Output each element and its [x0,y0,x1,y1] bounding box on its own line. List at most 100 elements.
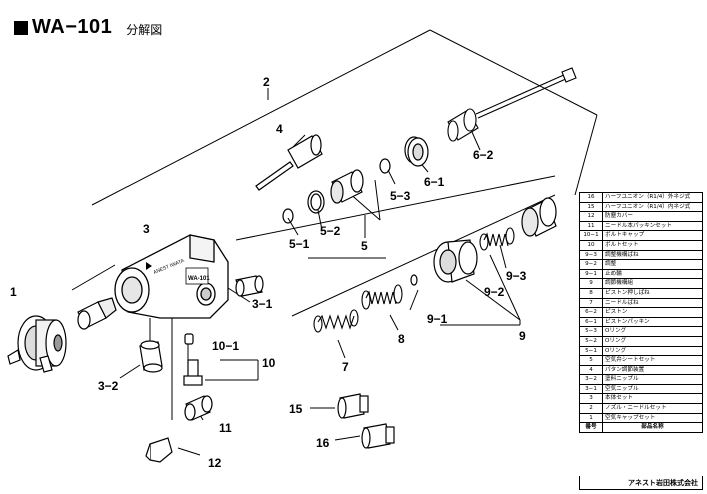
callout-10-1: 10−1 [212,339,239,353]
callout-4: 4 [276,122,283,136]
adjuster-knob-part [521,197,557,237]
part-number: 5−1 [579,345,603,357]
part-number: 9−3 [579,249,603,261]
part-name: 空気弁シートセット [602,355,703,366]
part-name: 調整 [602,259,703,270]
callout-6-1: 6−1 [424,175,445,189]
callout-7: 7 [342,360,349,374]
piston-spring-part [361,284,403,310]
part-number: 3 [579,393,603,405]
callout-5-1: 5−1 [289,237,310,251]
air-valve-seat-part [330,169,364,204]
callout-9-2: 9−2 [484,285,505,299]
part-name: ピストンパッキン [602,316,703,328]
bolt-part [183,359,203,386]
needle-spring-part [313,309,359,333]
nozzle-part [77,297,117,330]
part-number: 3−2 [579,374,603,385]
callout-3: 3 [143,222,150,236]
diagram-subtitle: 分解図 [126,22,163,37]
part-name: 調整機構ばね [602,249,703,261]
part-number: 9 [579,278,603,289]
part-number: 2 [579,403,603,414]
model-name: WA−101 [32,16,113,38]
part-number: 6−1 [579,316,603,328]
air-cap-part [7,315,67,373]
part-name: Oリング [602,326,703,337]
part-name: 本体セット [602,393,703,405]
part-name: ピストン [602,307,703,318]
part-name: Oリング [602,335,703,347]
adjuster-part [433,239,478,283]
part-name: ニードル本パッキンセット [602,220,703,232]
header-number: 番号 [579,422,603,433]
manufacturer-name: アネスト岩田株式会社 [579,476,703,490]
part-number: 7 [579,297,603,309]
o-ring-5-2 [307,190,325,214]
needle-packing-part [184,395,213,421]
callout-9-1: 9−1 [427,312,448,326]
fluid-nipple-part [139,340,163,373]
part-name: パタン調節装置 [602,364,703,376]
air-nipple-part [235,275,264,297]
header-name: 部品名称 [602,422,703,433]
part-number: 9−2 [579,259,603,270]
part-name: ハーフユニオン（R1/4）外ネジ式 [602,192,703,203]
diagram-title: WA−101 分解図 [14,16,162,39]
gun-body-part [114,234,229,319]
callout-1: 1 [10,285,17,299]
part-number: 5−3 [579,326,603,337]
callout-6-2: 6−2 [473,148,494,162]
part-number: 9−1 [579,268,603,280]
bolt-cap-part [184,333,194,345]
part-name: 止め輪 [602,268,703,280]
callout-3-1: 3−1 [252,297,273,311]
part-number: 10 [579,239,603,251]
callout-15: 15 [289,402,303,416]
o-ring-5-3 [379,158,391,174]
snap-ring-part [410,274,418,286]
part-name: Oリング [602,345,703,357]
part-number: 1 [579,412,603,424]
part-number: 5−2 [579,335,603,347]
callout-8: 8 [398,332,405,346]
part-name: 調節機構組 [602,278,703,289]
part-name: 空気キャップセット [602,412,703,424]
part-name: ノズル・ニードルセット [602,403,703,414]
piston-needle-part [447,67,577,142]
adjuster-spring-part [479,227,515,251]
piston-packing-part [404,136,429,167]
part-name: ボルトキャップ [602,230,703,241]
callout-11: 11 [219,421,232,435]
body-model-mark: WA-101 [188,276,210,282]
part-number: 16 [579,192,603,203]
part-number: 10−1 [579,230,603,241]
callout-3-2: 3−2 [98,379,119,393]
part-number: 6−2 [579,307,603,318]
o-ring-5-1 [282,208,294,224]
part-name: ピストン押しばね [602,287,703,299]
callout-9: 9 [519,329,526,343]
title-square-icon [14,20,28,35]
callout-16: 16 [316,436,330,450]
